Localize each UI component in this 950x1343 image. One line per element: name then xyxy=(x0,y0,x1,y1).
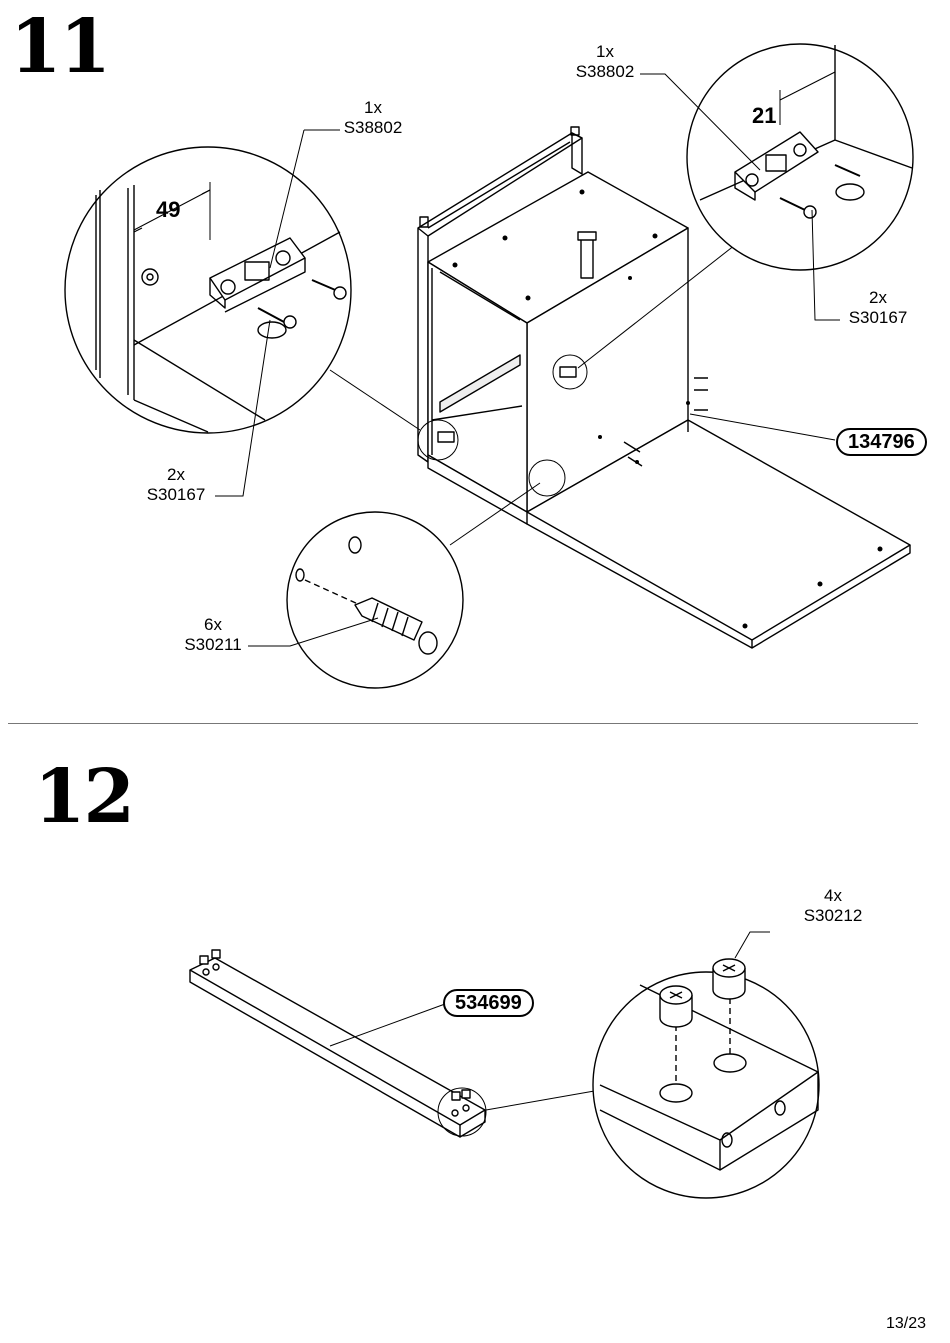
page-number: 13/23 xyxy=(885,1315,926,1332)
dimension-left: 49 xyxy=(156,197,181,222)
step-divider xyxy=(8,723,918,724)
qty-connector-left: 1x xyxy=(364,98,382,117)
code-dowels: S30211 xyxy=(184,635,242,654)
zoom-circle-dowel xyxy=(286,511,464,689)
code-connector-left: S38802 xyxy=(343,118,403,137)
label-screws-left: 2x S30167 xyxy=(143,465,209,505)
code-connector-right: S38802 xyxy=(575,62,635,81)
qty-connector-right: 1x xyxy=(596,42,614,61)
qty-cam-locks: 4x xyxy=(824,886,842,905)
dimension-right: 21 xyxy=(752,103,777,128)
part-number-panel: 134796 xyxy=(836,428,927,456)
zoom-circle-left xyxy=(64,146,352,434)
cabinet-drawing xyxy=(417,126,911,649)
qty-dowels: 6x xyxy=(204,615,222,634)
code-screws-right: S30167 xyxy=(848,308,908,327)
label-screws-right: 2x S30167 xyxy=(845,288,911,328)
label-connector-left: 1x S38802 xyxy=(340,98,406,138)
part-number-rail: 534699 xyxy=(443,989,534,1017)
zoom-circle-cam xyxy=(592,931,820,1199)
label-cam-locks: 4x S30212 xyxy=(800,886,866,926)
step-11-number: 11 xyxy=(10,4,111,90)
code-screws-left: S30167 xyxy=(146,485,206,504)
label-dowels: 6x S30211 xyxy=(180,615,246,655)
qty-screws-right: 2x xyxy=(869,288,887,307)
zoom-circle-right xyxy=(686,43,914,271)
code-cam-locks: S30212 xyxy=(803,906,863,925)
label-connector-right: 1x S38802 xyxy=(572,42,638,82)
rail-drawing xyxy=(189,949,601,1138)
step-12-number: 12 xyxy=(34,754,135,840)
qty-screws-left: 2x xyxy=(167,465,185,484)
